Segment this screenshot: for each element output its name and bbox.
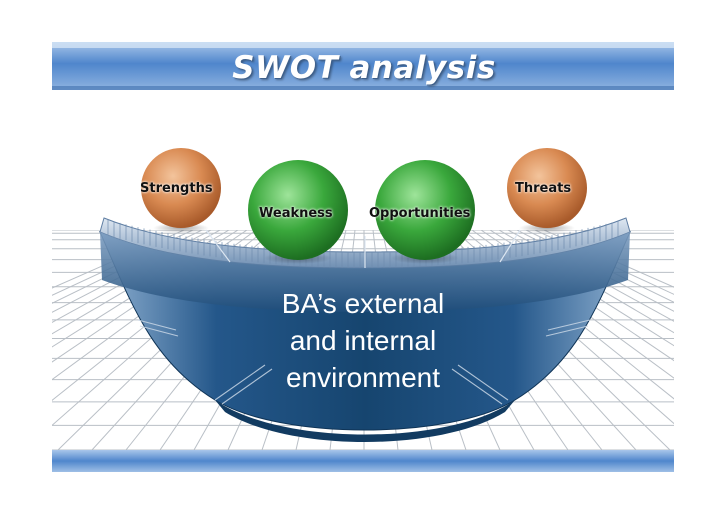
threats-label: Threats (515, 181, 572, 196)
bowl-rim-front (100, 232, 630, 312)
bowl-rim (99, 217, 631, 269)
center-text: BA’s external and internal environment (258, 285, 468, 396)
grid-line (52, 230, 185, 289)
weakness-ball (248, 160, 348, 260)
slide-title: SWOT analysis (232, 50, 496, 86)
header-band-edge (52, 86, 674, 90)
strengths-label: Strengths (140, 181, 213, 196)
opportunities-ball (375, 160, 475, 260)
header-band-highlight (52, 42, 674, 48)
weakness-label: Weakness (259, 206, 333, 221)
center-line-2: and internal (289, 325, 437, 356)
center-line-1: BA’s external (281, 288, 445, 319)
bowl-streaks (137, 319, 591, 405)
rim-dividers (205, 229, 521, 268)
center-line-3: environment (285, 362, 441, 393)
footer-band (52, 450, 674, 472)
strengths-ball (141, 148, 221, 228)
bowl-bottom (215, 400, 515, 442)
opportunities-label: Opportunities (369, 206, 471, 221)
threats-ball (507, 148, 587, 228)
header-band (52, 42, 674, 90)
